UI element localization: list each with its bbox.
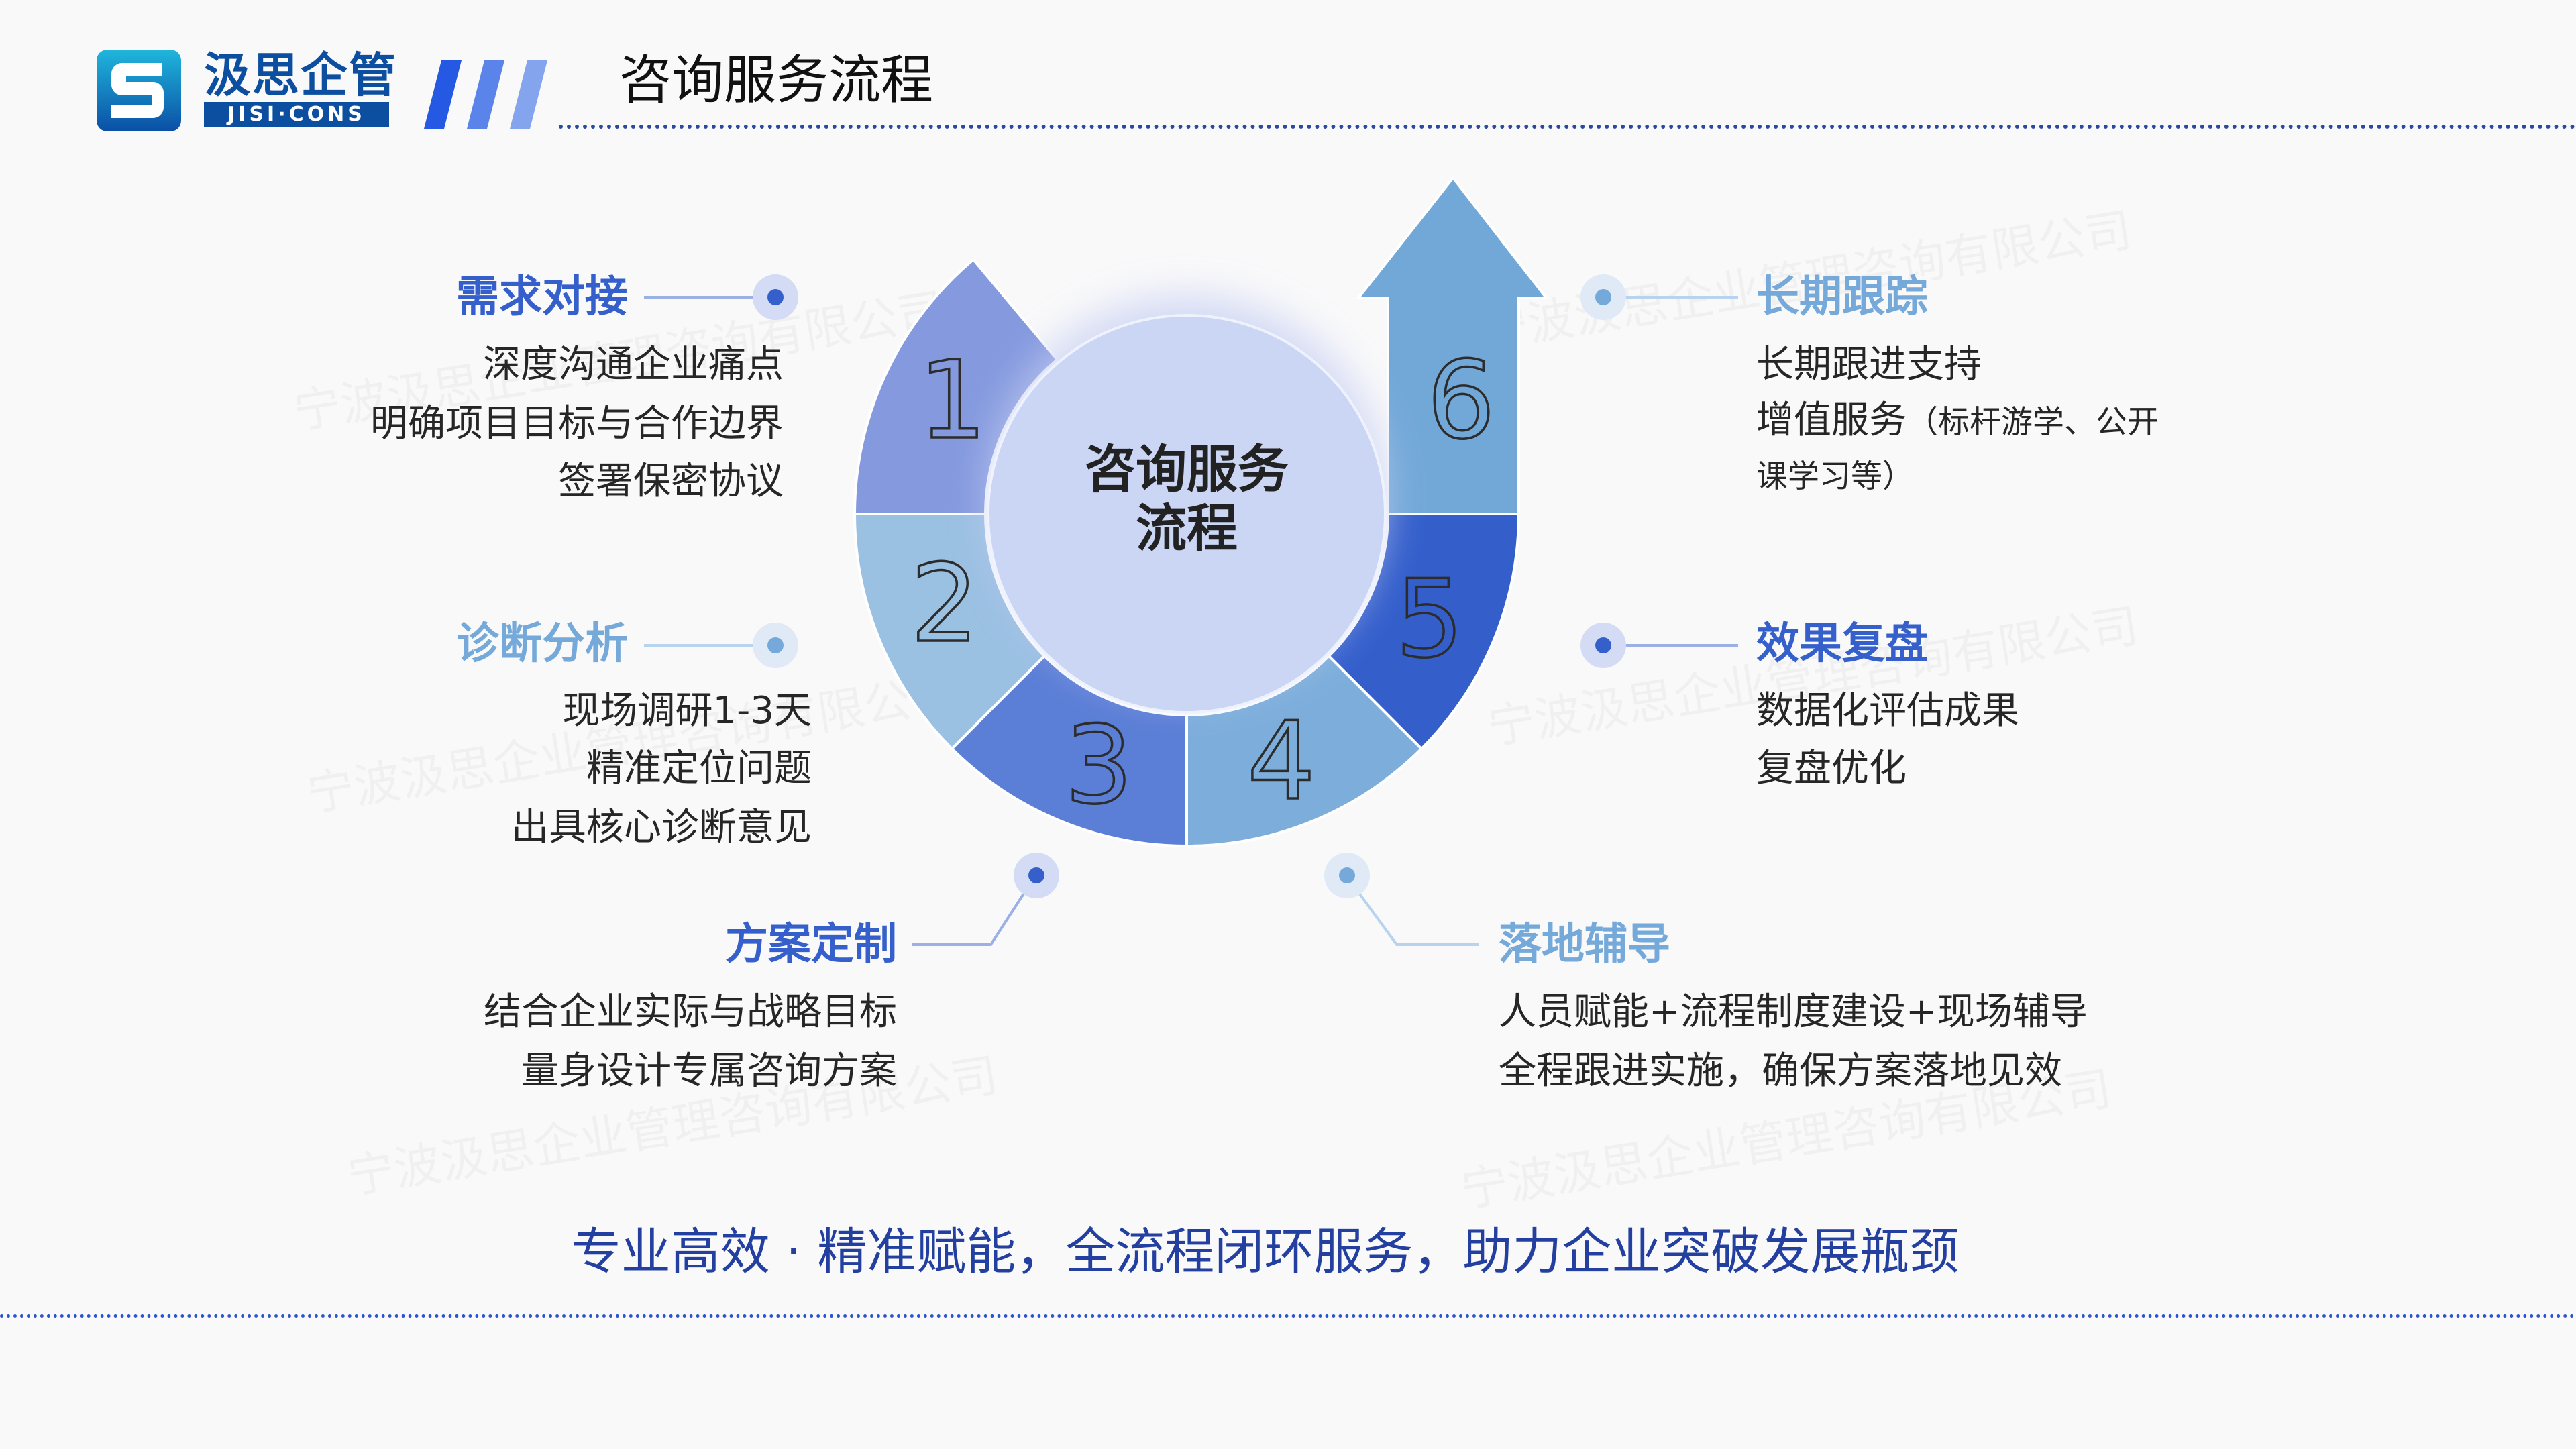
step-number-6: 6 [1427,337,1495,463]
step-4-line: 人员赋能+流程制度建设+现场辅导 [1499,990,2088,1034]
step-number-3: 3 [1065,702,1133,828]
step-6-title: 长期跟踪 [1756,272,1928,322]
logo-subtext: JISI·CONS [204,102,389,127]
step-3-title: 方案定制 [725,920,897,969]
center-circle [987,314,1387,714]
step-5-line: 复盘优化 [1756,747,1907,790]
step-6-line: 长期跟进支持 [1756,343,1982,386]
step-1-line: 深度沟通企业痛点 [483,343,784,386]
logo-icon [97,50,181,131]
step-number-2: 2 [910,541,979,666]
step-number-1: 1 [918,337,987,463]
step-1-line: 签署保密协议 [558,460,784,503]
segment-6-arrow [1355,175,1550,515]
step-2-line: 现场调研1-3天 [562,689,812,733]
step-1-title: 需求对接 [456,272,628,322]
slogan: 专业高效 · 精准赋能，全流程闭环服务，助力企业突破发展瓶颈 [571,1223,1960,1281]
logo-text: 汲思企管 [204,48,397,103]
step-6-line-note: （标杆游学、公开课学习等） [1756,404,2159,495]
step-4-line: 全程跟进实施，确保方案落地见效 [1499,1049,2062,1093]
step-2-line: 出具核心诊断意见 [511,806,812,849]
page-title: 咨询服务流程 [619,50,934,111]
step-1-line: 明确项目目标与合作边界 [370,402,784,445]
slash-decoration-icon [424,60,547,129]
step-3-line: 结合企业实际与战略目标 [484,990,897,1034]
connector-dots [753,274,1626,898]
step-3-line: 量身设计专属咨询方案 [521,1049,897,1093]
step-5-title: 效果复盘 [1756,619,1928,669]
header-divider [559,125,2576,129]
step-6-line: 增值服务（标杆游学、公开课学习等） [1756,394,2179,503]
step-2-line: 精准定位问题 [586,747,812,790]
step-2-title: 诊断分析 [456,619,628,669]
center-title-line1: 咨询服务 [1085,439,1289,499]
step-5-line: 数据化评估成果 [1756,689,2019,733]
step-number-5: 5 [1395,556,1464,682]
center-title-line2: 流程 [1136,498,1238,558]
step-6-line-main: 增值服务 [1756,398,1907,442]
footer-divider [0,1314,2576,1318]
step-4-title: 落地辅导 [1499,920,1670,969]
step-number-4: 4 [1247,698,1316,824]
